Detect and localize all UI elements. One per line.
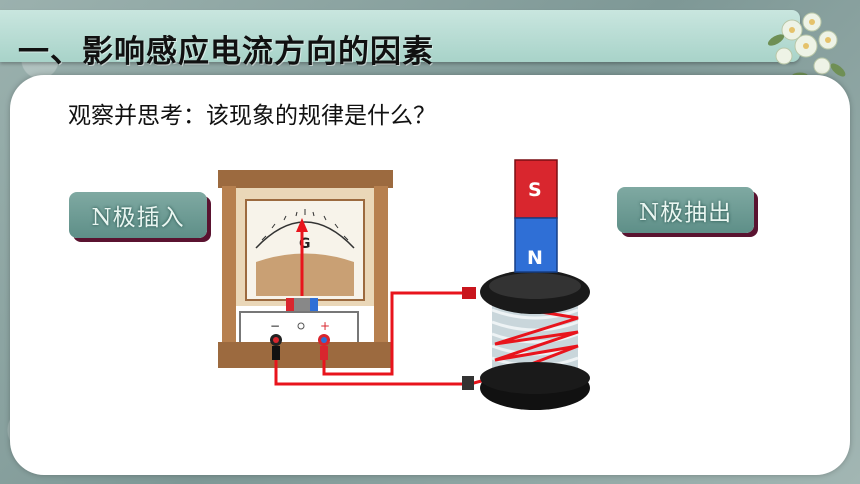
galvanometer-letter: G <box>299 236 311 252</box>
coil <box>462 270 590 410</box>
title-bar: 一、影响感应电流方向的因素 <box>0 10 800 70</box>
galvanometer: G − + <box>218 170 393 368</box>
magnet-south-label: S <box>528 179 542 201</box>
flower-decoration-icon <box>767 12 846 80</box>
minus-terminal-label: − <box>270 319 280 333</box>
n-pole-pull-button[interactable]: N极抽出 <box>617 187 754 233</box>
plus-terminal-label: + <box>320 319 330 333</box>
question-text: 观察并思考：该现象的规律是什么？ <box>68 103 436 129</box>
magnet-north-label: N <box>527 247 543 269</box>
n-pole-insert-button[interactable]: N极插入 <box>69 192 207 238</box>
page-title: 一、影响感应电流方向的因素 <box>18 34 434 70</box>
bar-magnet: S N <box>514 159 558 273</box>
content-panel <box>10 75 850 475</box>
circuit-wire <box>274 291 470 386</box>
